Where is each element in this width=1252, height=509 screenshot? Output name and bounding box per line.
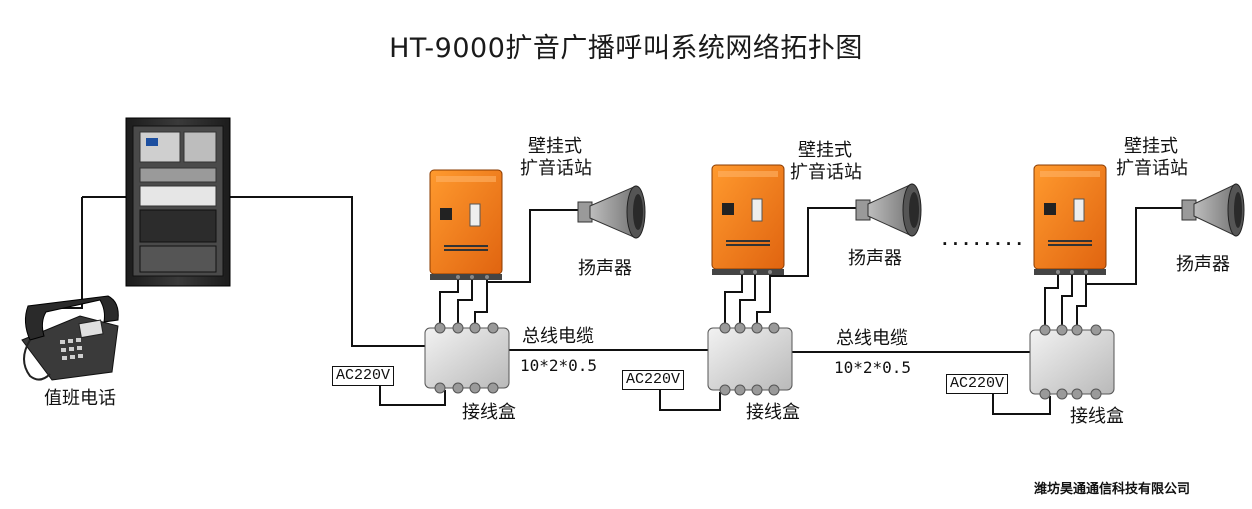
station-type-label: 壁挂式 <box>528 136 582 157</box>
junction-box-1 <box>424 322 510 394</box>
station-label-2: 壁挂式 扩音话站 <box>790 140 862 184</box>
company-name: 潍坊昊通通信科技有限公司 <box>1034 482 1191 497</box>
junction-box-label-2: 接线盒 <box>746 402 800 423</box>
server-cabinet <box>125 117 231 287</box>
junction-box-3 <box>1029 324 1115 400</box>
horn-speaker-icon-2 <box>855 183 922 237</box>
station-panel-3 <box>1033 164 1107 275</box>
power-line-2 <box>659 388 721 411</box>
station-name-label: 扩音话站 <box>1116 158 1188 179</box>
station-name-label: 扩音话站 <box>520 158 592 179</box>
station-type-label: 壁挂式 <box>798 140 852 161</box>
junction-box-2 <box>707 322 793 396</box>
host-cable <box>230 196 425 347</box>
station-panel-2 <box>711 164 785 275</box>
duty-phone-label: 值班电话 <box>44 388 116 409</box>
horn-speaker-icon-1 <box>577 185 646 239</box>
power-line-1 <box>379 385 446 406</box>
horn-speaker-icon-3 <box>1181 183 1245 237</box>
wiring <box>58 196 1188 415</box>
telephone-icon <box>21 295 119 381</box>
speaker-wire-1 <box>487 209 586 283</box>
station-name-label: 扩音话站 <box>790 162 862 183</box>
station-type-label: 壁挂式 <box>1124 136 1178 157</box>
bus-cable-spec-2: 10*2*0.5 <box>834 358 912 377</box>
speaker-wire-3 <box>1086 207 1188 285</box>
speaker-label-1: 扬声器 <box>578 258 632 279</box>
bus-cable-spec-1: 10*2*0.5 <box>520 356 598 375</box>
power-line-3 <box>992 393 1051 415</box>
power-label-3: AC220V <box>946 374 1009 394</box>
power-label-1: AC220V <box>332 366 395 386</box>
bus-cable-label-2: 总线电缆 <box>836 328 908 349</box>
speaker-wire-2 <box>770 207 862 277</box>
junction-box-label-1: 接线盒 <box>462 402 516 423</box>
junction-box-label-3: 接线盒 <box>1070 406 1124 427</box>
station-panel-1 <box>429 169 503 280</box>
speaker-label-3: 扬声器 <box>1176 254 1230 275</box>
continuation-ellipsis: ........ <box>940 230 1026 249</box>
bus-cable-label-1: 总线电缆 <box>522 326 594 347</box>
speaker-label-2: 扬声器 <box>848 248 902 269</box>
phone-cable <box>58 197 83 309</box>
diagram-title: HT-9000扩音广播呼叫系统网络拓扑图 <box>389 33 863 64</box>
station-label-1: 壁挂式 扩音话站 <box>520 136 592 180</box>
power-label-2: AC220V <box>622 370 685 390</box>
station-label-3: 壁挂式 扩音话站 <box>1116 136 1188 180</box>
